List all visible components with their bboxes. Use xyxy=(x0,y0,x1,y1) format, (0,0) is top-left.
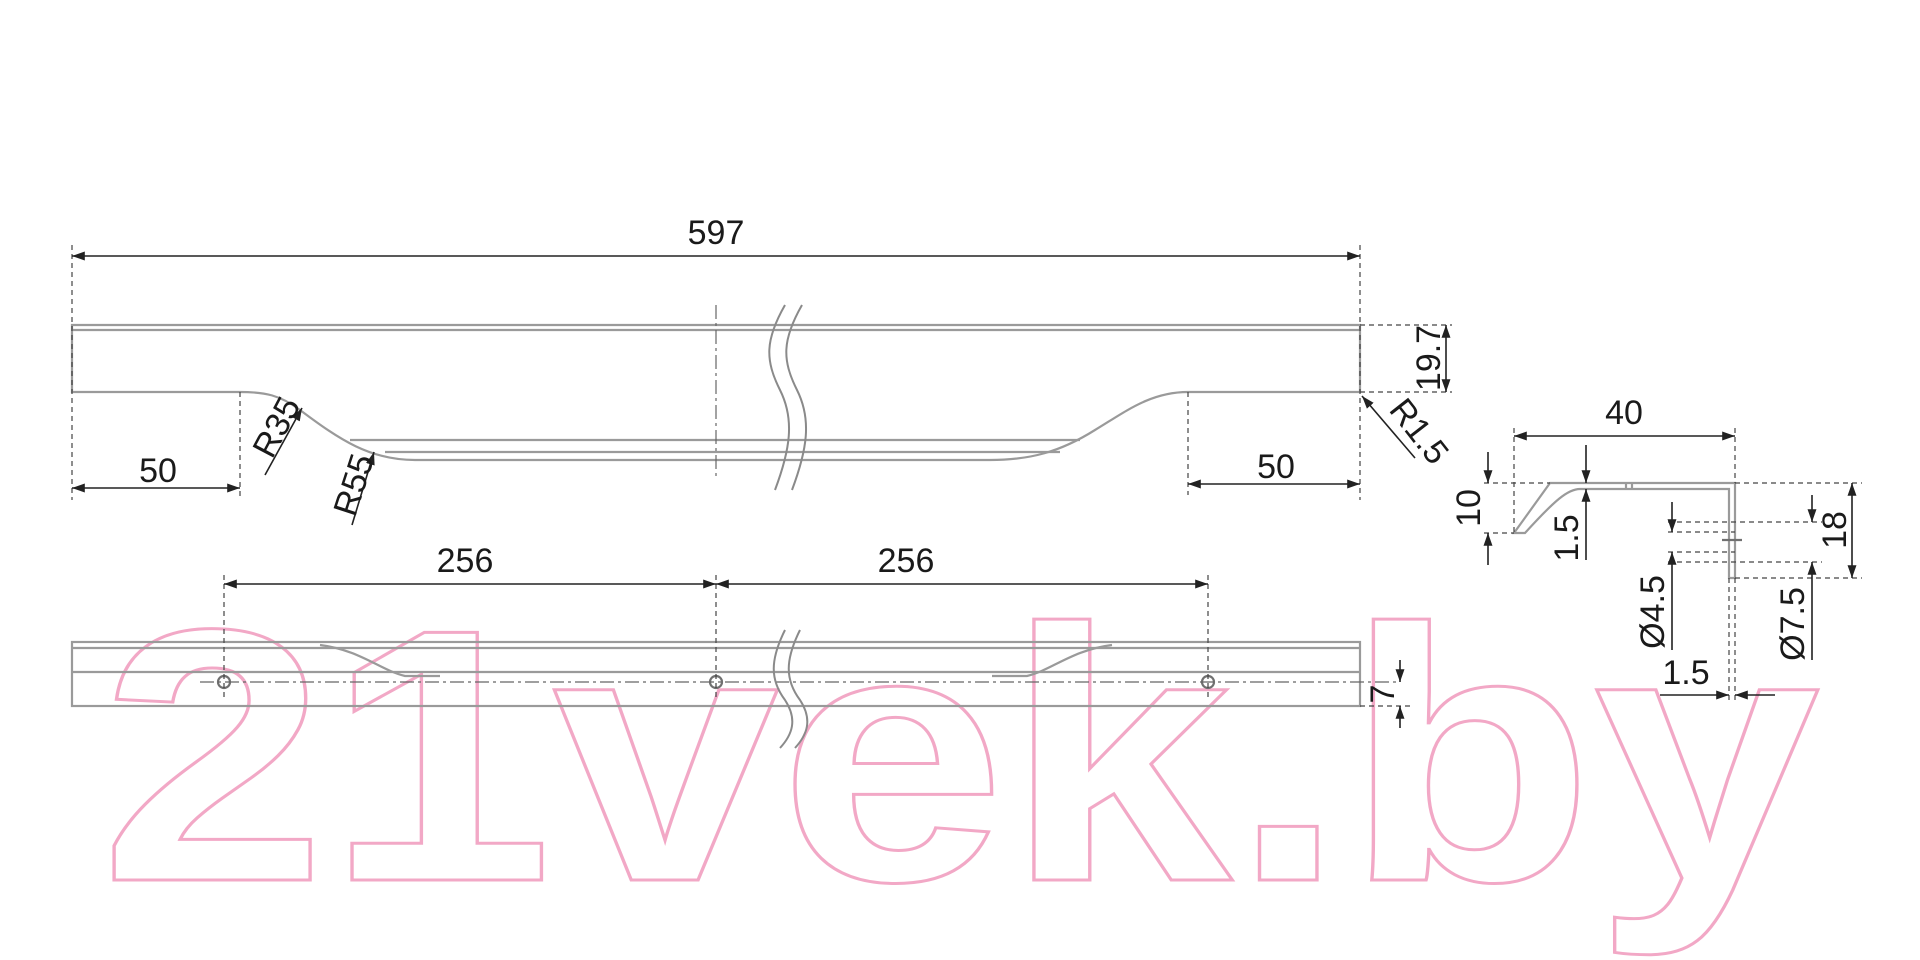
dim-hole-diameter: Ø4.5 xyxy=(1634,575,1672,649)
dim-radius-large: R55 xyxy=(326,449,381,520)
profile-view: 40 10 1.5 18 Ø4.5 Ø7.5 1.5 xyxy=(1450,394,1862,700)
dim-counterbore-diameter: Ø7.5 xyxy=(1774,587,1812,661)
dim-left-flat: 50 xyxy=(139,452,177,490)
dim-thickness-top: 1.5 xyxy=(1548,514,1586,561)
watermark: 21vek.by xyxy=(100,555,1823,959)
dim-right-flat: 50 xyxy=(1257,448,1295,486)
dim-height: 19.7 xyxy=(1410,325,1448,391)
break-symbol xyxy=(768,304,790,491)
dim-lip-height: 10 xyxy=(1450,489,1488,527)
dim-profile-width: 40 xyxy=(1605,394,1643,432)
dim-radius-small: R35 xyxy=(246,391,309,464)
front-view: 597 19.7 50 50 R35 R55 R1.5 xyxy=(70,214,1456,526)
dim-hole-spacing-right: 256 xyxy=(878,542,935,580)
front-view-outline xyxy=(70,323,1362,462)
dim-total-height: 18 xyxy=(1816,511,1854,549)
dim-hole-spacing-left: 256 xyxy=(437,542,494,580)
top-view: 256 256 7 xyxy=(70,542,1412,749)
dim-hole-offset: 7 xyxy=(1364,685,1402,704)
dim-thickness-side: 1.5 xyxy=(1662,654,1709,692)
dim-overall-length: 597 xyxy=(688,214,745,252)
